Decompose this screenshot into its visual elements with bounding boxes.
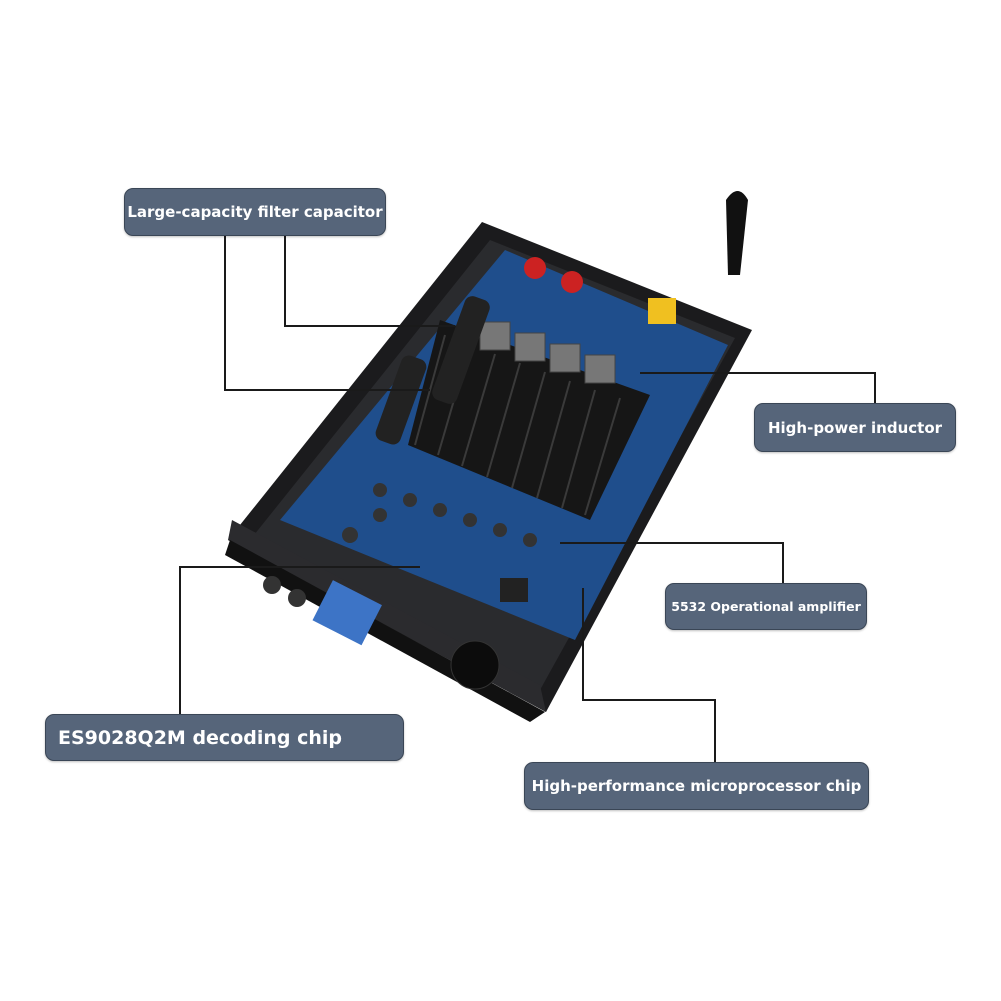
leader-lines	[179, 235, 876, 762]
microprocessor-chip	[500, 578, 528, 602]
display-screen	[312, 580, 382, 646]
heatsink	[408, 320, 650, 520]
label-decoding-chip: ES9028Q2M decoding chip	[45, 714, 404, 761]
antenna	[726, 191, 748, 275]
volume-knob	[450, 640, 500, 690]
label-op-amp: 5532 Operational amplifier	[665, 583, 867, 630]
inductors	[479, 321, 616, 384]
label-filter-capacitor: Large-capacity filter capacitor	[124, 188, 386, 236]
filter-capacitor	[432, 296, 490, 404]
label-inductor: High-power inductor	[754, 403, 956, 452]
label-microprocessor: High-performance microprocessor chip	[524, 762, 869, 810]
